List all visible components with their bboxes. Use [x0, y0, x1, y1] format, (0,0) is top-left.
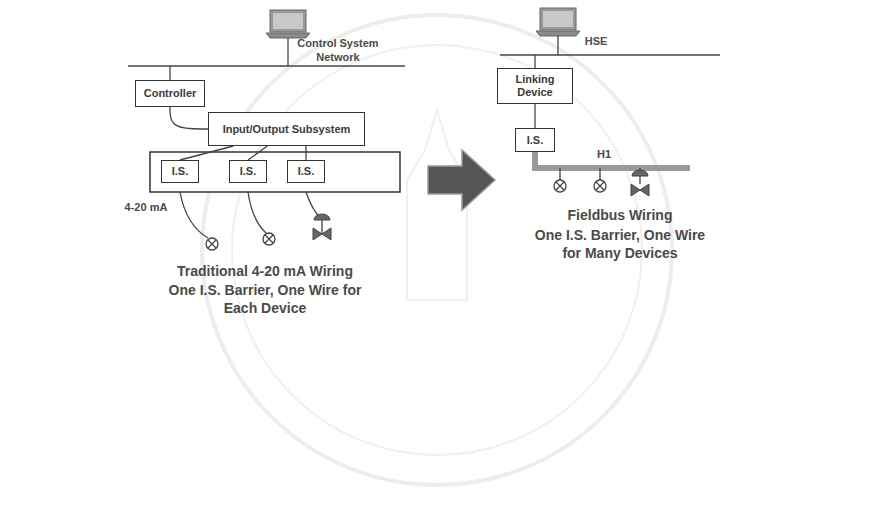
caption-text: One I.S. Barrier, One Wire for Many Devi… [534, 226, 706, 262]
caption-text: One I.S. Barrier, One Wire for Each Devi… [165, 281, 365, 317]
sensor-symbol [263, 233, 275, 245]
wire [248, 192, 266, 233]
process-box: I.S. [287, 160, 325, 183]
spur [559, 168, 560, 180]
process-box: Input/Output Subsystem [208, 112, 365, 146]
process-box: I.S. [229, 160, 267, 183]
process-box: I.S. [161, 160, 199, 183]
connector-line [170, 107, 208, 129]
network-drop [534, 55, 535, 68]
network-label: H1 [589, 147, 619, 161]
connector-line [248, 146, 267, 160]
seal-ornament [407, 110, 467, 300]
connector-line [305, 146, 306, 160]
sensor-symbol [554, 180, 566, 192]
process-box: Linking Device [497, 68, 573, 104]
sensor-symbol [206, 238, 218, 250]
process-box: Controller [135, 80, 205, 107]
valve-symbol [313, 214, 331, 240]
connector-line [180, 146, 233, 160]
network-drop [287, 38, 288, 66]
network-label: 4-20 mA [114, 200, 178, 214]
box-text: I.S. [298, 165, 315, 178]
box-text: Controller [144, 87, 197, 100]
sensor-symbol [594, 180, 606, 192]
box-text: I.S. [240, 165, 257, 178]
h1-bus [535, 152, 690, 168]
network-label: Control System Network [296, 36, 380, 64]
wire [180, 192, 208, 238]
box-text: I.S. [527, 134, 544, 147]
hse-line [500, 54, 720, 56]
network-label: HSE [576, 34, 616, 48]
caption-text: Fieldbus Wiring [540, 206, 700, 224]
transition-arrow [428, 150, 495, 210]
caption-text: Traditional 4-20 mA Wiring [145, 262, 385, 280]
valve-symbol [631, 170, 649, 196]
box-text: Input/Output Subsystem [223, 123, 351, 136]
network-drop [169, 66, 170, 80]
box-text: Linking Device [498, 73, 572, 99]
laptop-icon [266, 10, 310, 38]
box-text: I.S. [172, 165, 189, 178]
process-box: I.S. [515, 128, 555, 152]
spur [599, 168, 600, 180]
connector-line [534, 104, 535, 128]
network-drop [557, 36, 558, 55]
laptop-icon [536, 8, 580, 36]
